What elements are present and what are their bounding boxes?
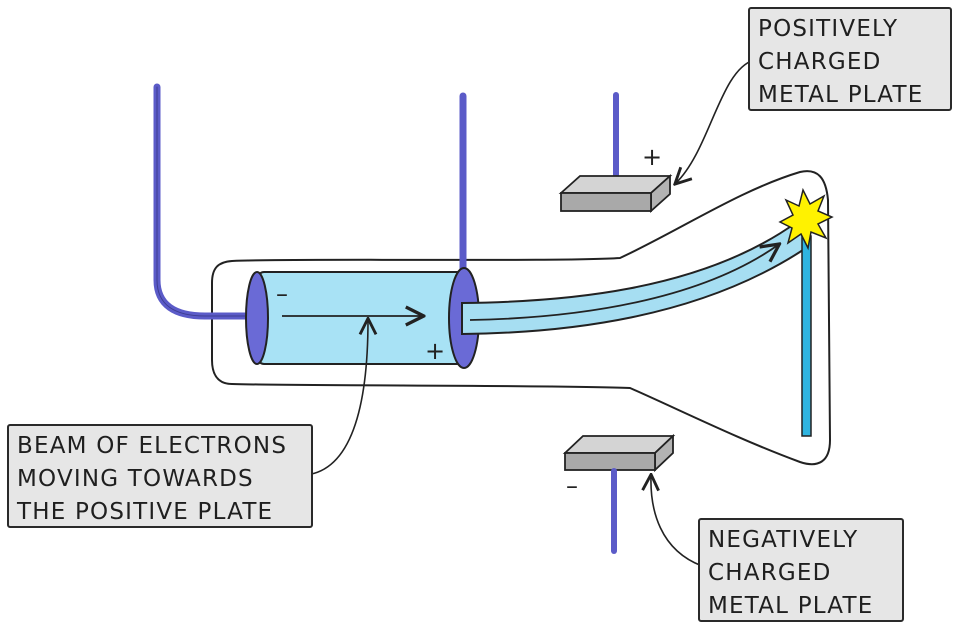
cathode-wire-outline [156, 86, 253, 317]
positive-plate-front [560, 192, 652, 212]
label-line: CHARGED [708, 560, 832, 586]
positive-plate-label: POSITIVELY CHARGED METAL PLATE [748, 7, 952, 111]
negative-plate-label: NEGATIVELY CHARGED METAL PLATE [698, 518, 904, 622]
beam-direction-arrow [469, 245, 778, 321]
anode-sign: + [425, 337, 446, 365]
label-line: POSITIVELY [758, 16, 899, 42]
label-line: METAL PLATE [708, 593, 874, 619]
cathode-electrode [245, 271, 269, 365]
label-line: BEAM OF ELECTRONS [17, 433, 288, 459]
label-line: CHARGED [758, 49, 882, 75]
beam-label: BEAM OF ELECTRONS MOVING TOWARDS THE POS… [7, 424, 313, 528]
positive-plate-leader [676, 59, 755, 183]
electron-beam [461, 220, 811, 336]
fluorescent-screen [801, 235, 812, 437]
negative-plate-front [564, 452, 656, 471]
spark-icon [778, 187, 834, 251]
glass-tube-outline [211, 170, 832, 466]
positive-plate-sign: + [642, 143, 663, 171]
label-line: MOVING TOWARDS [17, 466, 254, 492]
label-line: METAL PLATE [758, 82, 924, 108]
cathode-wire [153, 83, 256, 320]
negative-plate-leader [651, 476, 703, 567]
cathode-sign: – [276, 280, 288, 308]
label-line: NEGATIVELY [708, 527, 859, 553]
negative-plate-sign: – [566, 472, 578, 500]
label-line: THE POSITIVE PLATE [17, 499, 274, 525]
beam-leader [305, 320, 368, 476]
